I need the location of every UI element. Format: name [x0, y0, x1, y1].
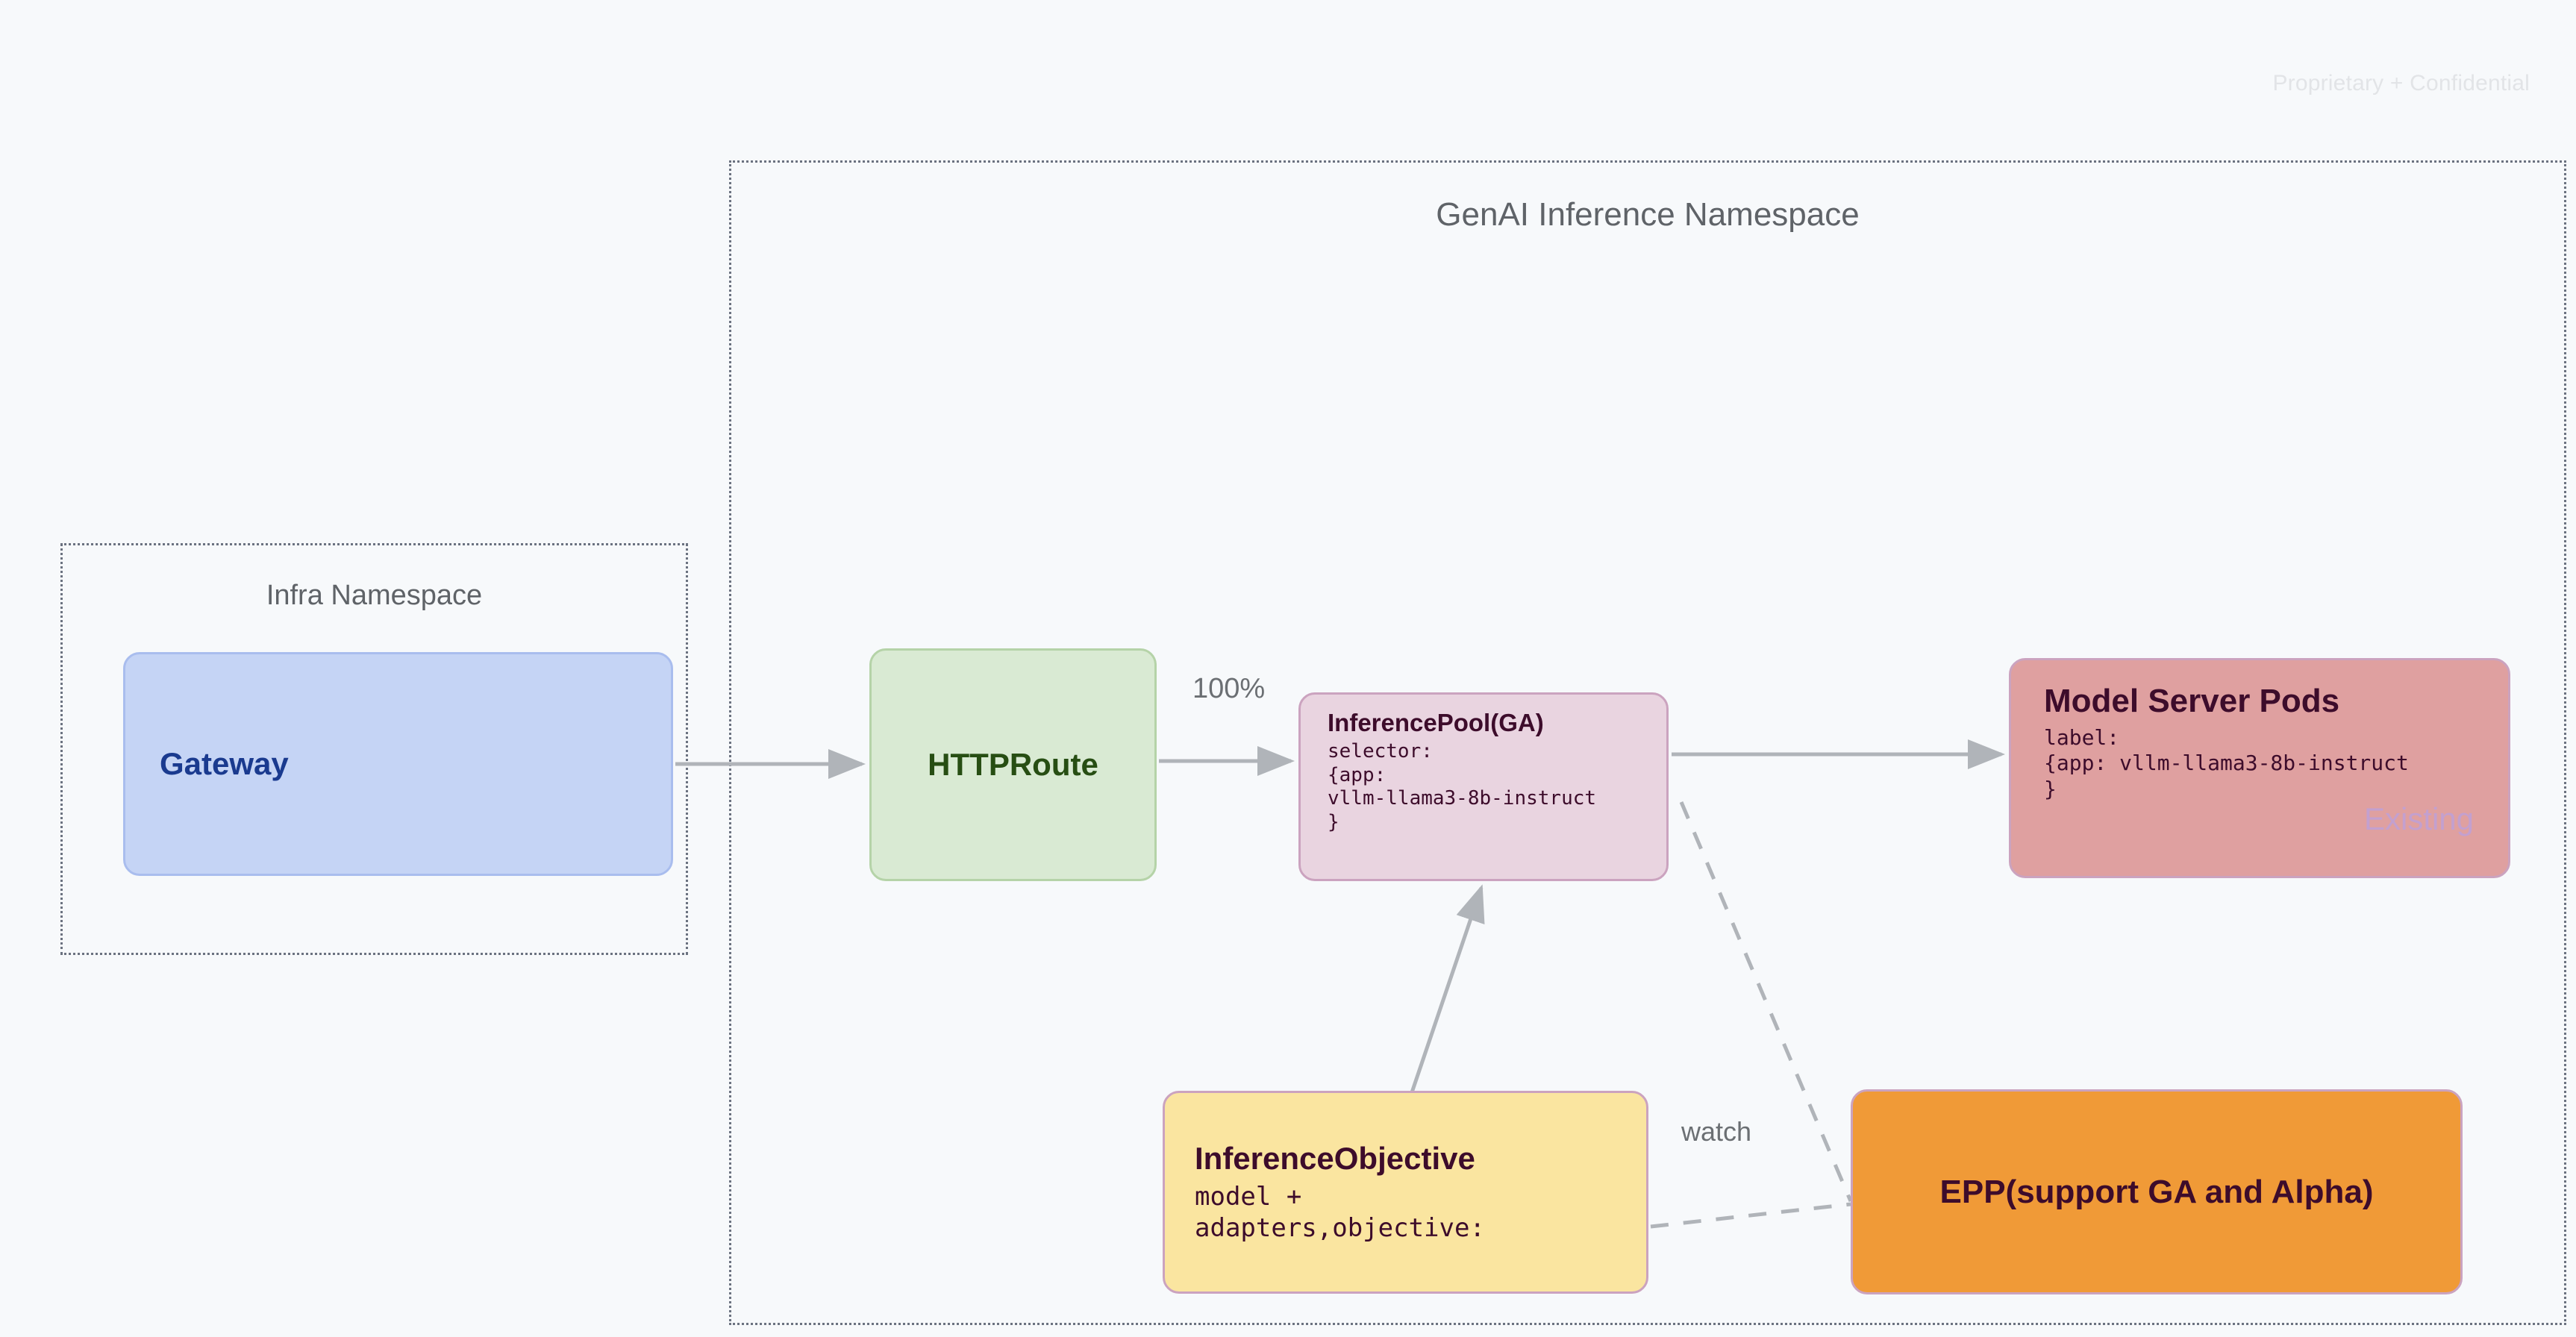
node-model-server-pods-title: Model Server Pods — [2044, 683, 2340, 719]
namespace-infra-title: Infra Namespace — [266, 580, 483, 611]
edge-label-traffic-split: 100% — [1192, 673, 1266, 704]
node-inferencepool-title: InferencePool(GA) — [1328, 709, 1544, 736]
node-epp-title: EPP(support GA and Alpha) — [1939, 1173, 2374, 1210]
confidential-watermark: Proprietary + Confidential — [2272, 71, 2530, 96]
node-inference-objective[interactable]: InferenceObjective model + adapters,obje… — [1163, 1091, 1648, 1294]
node-inference-objective-title: InferenceObjective — [1195, 1141, 1475, 1177]
node-inferencepool-detail: selector: {app: vllm-llama3-8b-instruct … — [1328, 739, 1597, 834]
status-badge-existing: Existing — [2363, 801, 2474, 836]
node-httproute[interactable]: HTTPRoute — [869, 648, 1157, 881]
node-inference-objective-detail: model + adapters,objective: — [1195, 1182, 1485, 1243]
node-model-server-pods[interactable]: Model Server Pods label: {app: vllm-llam… — [2009, 658, 2510, 878]
node-httproute-title: HTTPRoute — [928, 747, 1098, 783]
edge-label-watch: watch — [1681, 1116, 1752, 1147]
node-model-server-pods-detail: label: {app: vllm-llama3-8b-instruct } — [2044, 725, 2409, 801]
node-epp[interactable]: EPP(support GA and Alpha) — [1851, 1089, 2463, 1294]
namespace-genai-inference: GenAI Inference Namespace — [729, 160, 2566, 1325]
namespace-infra: Infra Namespace — [60, 543, 688, 955]
node-gateway-title: Gateway — [160, 746, 289, 782]
namespace-genai-inference-title: GenAI Inference Namespace — [1436, 196, 1860, 233]
node-gateway[interactable]: Gateway — [123, 652, 673, 876]
node-inferencepool[interactable]: InferencePool(GA) selector: {app: vllm-l… — [1298, 692, 1669, 881]
